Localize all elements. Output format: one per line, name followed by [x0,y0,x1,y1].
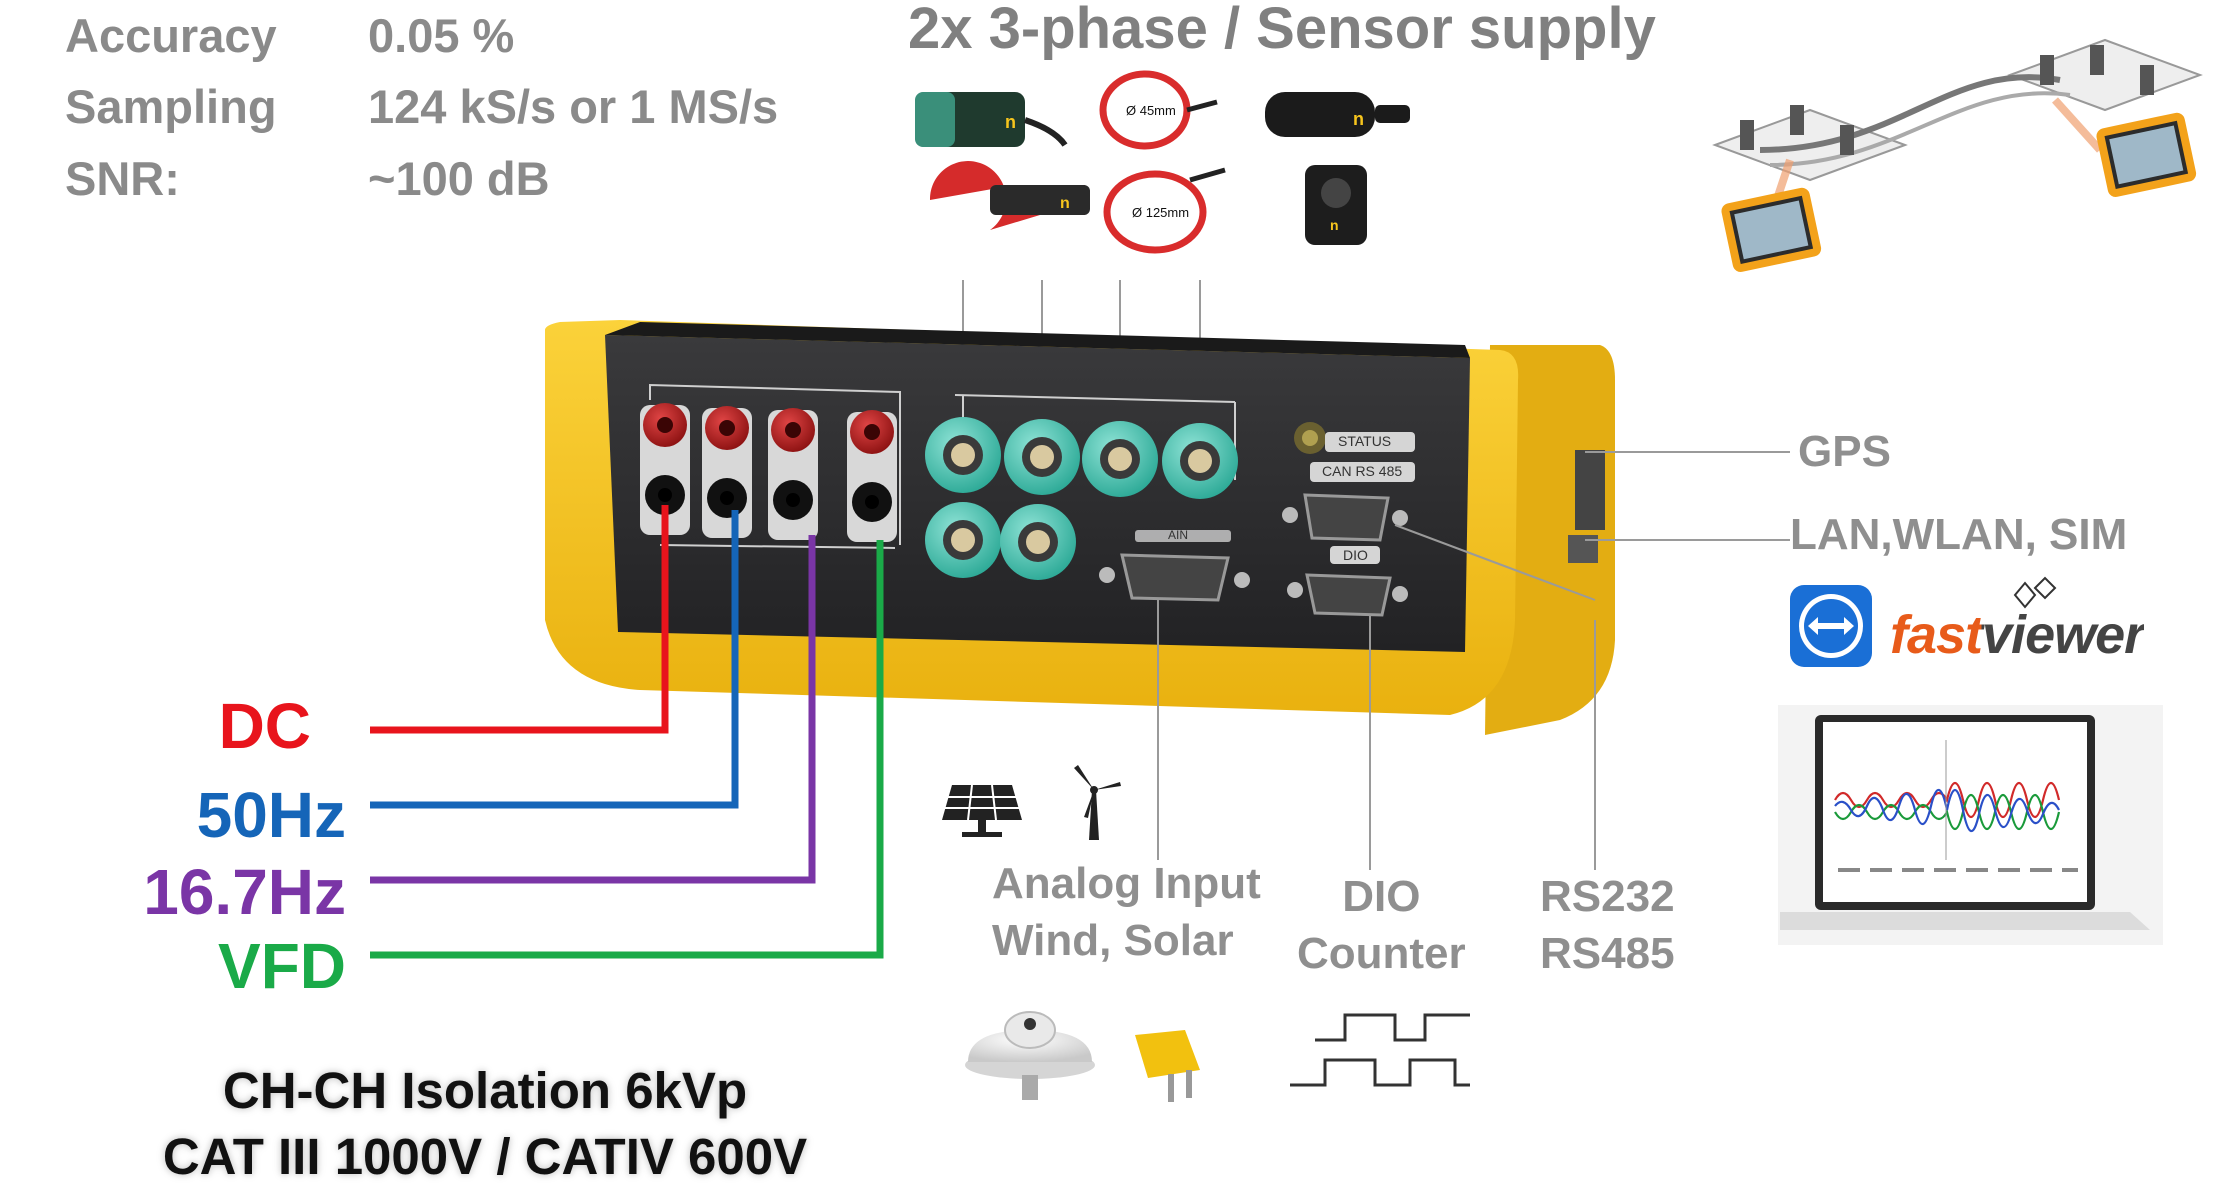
laptop-waveform-illustration [1778,705,2163,945]
svg-text:n: n [1005,112,1016,132]
voltage-jack-4 [847,410,897,542]
isolation-line1: CH-CH Isolation 6kVp [222,1062,748,1119]
gps-label: GPS [1798,427,1891,476]
analog-input-line2: Wind, Solar [992,916,1234,966]
wire-16-7hz [370,535,816,884]
voltage-jack-2 [702,406,752,538]
spec-snr-value: ~100 dB [368,152,550,205]
voltage-jack-3 [768,408,818,540]
spec-accuracy-label: Accuracy [65,9,277,62]
sensor-supply-title: 2x 3-phase / Sensor supply [908,0,1656,61]
right-leader-lines [1157,451,1790,870]
voltage-jack-1 [640,403,690,535]
current-connector-5 [925,502,1001,578]
fastviewer-logo-mark [2013,576,2057,609]
svg-text:n: n [1330,217,1339,233]
dio-counter-line1: DIO [1342,872,1421,921]
voltage-wires [370,505,884,959]
current-clamp-black: n [1265,92,1410,137]
rs232-rs485-label: RS232 RS485 [1540,868,1675,982]
current-connector-4 [1162,423,1238,499]
isolation-rating: CH-CH Isolation 6kVp CAT III 1000V / CAT… [110,1058,860,1191]
fastviewer-text: fastviewer [1890,605,2145,665]
dio-counter-line2: Counter [1297,929,1466,979]
status-led-label: STATUS [1338,433,1392,449]
thermocouple-connector-icon [1135,1030,1200,1102]
grid-monitoring-illustration [1712,38,2203,272]
spec-snr-label: SNR: [65,152,180,205]
channel-label-16-7hz: 16.7Hz [143,856,346,928]
channel-label-vfd: VFD [218,930,346,1002]
status-and-comm-panel [1282,422,1415,617]
wire-vfd [370,540,884,959]
pyranometer-icon [965,1011,1095,1100]
svg-text:n: n [1060,195,1070,212]
wire-50hz [370,510,739,809]
isolation-line2: CAT III 1000V / CATIV 600V [162,1128,808,1186]
analog-input-label: Analog Input Wind, Solar [992,855,1261,969]
teamviewer-icon [1790,585,1872,667]
rogowski-45-label: Ø 45mm [1126,103,1176,118]
current-connector-1 [925,417,1001,493]
can-rs485-port-label: CAN RS 485 [1322,463,1403,479]
spec-sampling-value: 124 kS/s or 1 MS/s [368,80,779,133]
channel-label-50hz: 50Hz [196,779,346,851]
current-connector-3 [1082,421,1158,497]
rogowski-coil-125: Ø 125mm [1103,167,1226,254]
spec-sampling-label: Sampling [65,80,277,133]
spec-accuracy-value: 0.05 % [368,9,515,62]
digital-pulse-icon [1290,1013,1470,1087]
wind-turbine-icon [1074,765,1121,840]
current-clamp-red: n [929,161,1090,230]
current-sensor-connectors [925,417,1238,580]
dio-counter-label: DIO Counter [1297,868,1466,982]
fastviewer-wordmark: fastviewer [1890,604,2145,666]
ain-dsub-connector [1099,530,1250,602]
svg-text:n: n [1353,109,1364,129]
rs232-line: RS232 [1540,872,1675,921]
wire-dc [370,505,669,734]
analog-input-line1: Analog Input [992,859,1261,908]
lan-wlan-sim-label: LAN,WLAN, SIM [1790,510,2128,559]
ain-port-label: AIN [1168,528,1189,542]
rogowski-coil-45: Ø 45mm [1099,70,1218,150]
dio-port-label: DIO [1343,547,1368,563]
voltage-input-jacks [640,403,897,542]
solar-panel-icon [942,784,1022,837]
current-connector-2 [1004,419,1080,495]
current-clamp-green: n [915,92,1068,147]
current-transformer-split: n [1305,165,1367,245]
rogowski-125-label: Ø 125mm [1132,205,1189,220]
channel-label-dc: DC [218,690,311,762]
rs485-line: RS485 [1540,929,1675,979]
current-connector-6 [1000,504,1076,580]
